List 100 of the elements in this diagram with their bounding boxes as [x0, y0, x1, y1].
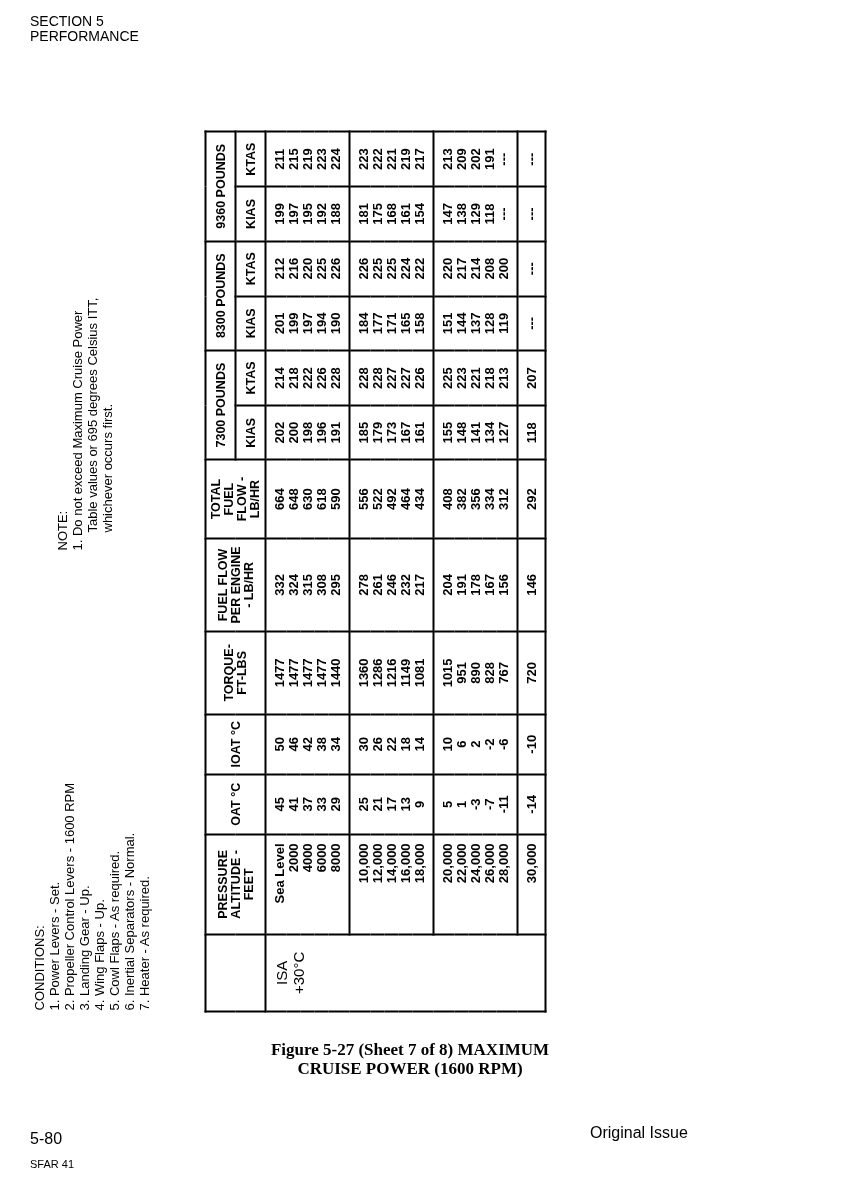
table-cell: 1477: [286, 631, 301, 715]
table-cell: 148: [454, 405, 469, 460]
table-cell: 156: [496, 538, 518, 632]
table-cell: 232: [398, 538, 413, 632]
table-cell: 222: [300, 350, 315, 406]
table-cell: 197: [300, 296, 315, 351]
table-cell: 828: [482, 631, 497, 715]
table-cell: 1477: [314, 631, 329, 715]
table-cell: 46: [286, 714, 301, 775]
header-cell: KTAS: [235, 241, 266, 297]
table-cell: ---: [517, 296, 546, 351]
table-cell: 178: [468, 538, 483, 632]
table-cell: 295: [328, 538, 350, 632]
table-cell: 224: [328, 131, 350, 187]
header-cell: 8300 POUNDS: [205, 241, 236, 351]
table-cell: 154: [412, 186, 434, 242]
table-cell: 137: [468, 296, 483, 351]
table-cell: 382: [454, 459, 469, 539]
table-cell: 522: [370, 459, 385, 539]
table-cell: 434: [412, 459, 434, 539]
table-cell: 14: [412, 714, 434, 775]
table-cell: 200: [286, 405, 301, 460]
table-cell: 192: [314, 186, 329, 242]
page-number: 5-80: [30, 1130, 63, 1148]
table-cell: 41: [286, 774, 301, 835]
table-cell: ISA +30°C: [265, 934, 546, 1012]
table-cell: 217: [454, 241, 469, 297]
table-cell: 119: [496, 296, 518, 351]
table-cell: 1477: [300, 631, 315, 715]
table-cell: 197: [286, 186, 301, 242]
table-cell: 194: [314, 296, 329, 351]
note-text: 1. Do not exceed Maximum Cruise Power Table values or 695 degrees Celsius ITT, whichever occurs first.: [69, 296, 115, 551]
condition-item: 1. Power Levers - Set.: [46, 880, 62, 1011]
header-cell: 9360 POUNDS: [205, 131, 236, 242]
table-cell: -7: [482, 774, 497, 835]
table-cell: 225: [314, 241, 329, 297]
table-cell: 630: [300, 459, 315, 539]
table-cell: 214: [468, 241, 483, 297]
table-cell: -2: [482, 714, 497, 775]
table-cell: 219: [398, 131, 413, 187]
table-cell: 356: [468, 459, 483, 539]
table-cell: 590: [328, 459, 350, 539]
table-cell: 220: [300, 241, 315, 297]
table-cell: 42: [300, 714, 315, 775]
table-cell: 134: [482, 405, 497, 460]
footer-note: SFAR 41: [30, 1158, 75, 1170]
table-cell: 195: [300, 186, 315, 242]
header-cell: OAT °C: [205, 774, 266, 835]
table-cell: 12,000: [370, 834, 385, 935]
table-cell: 226: [328, 241, 350, 297]
table-cell: 30,000: [517, 834, 546, 935]
table-cell: 228: [328, 350, 350, 406]
table-cell: 196: [314, 405, 329, 460]
table-cell: 38: [314, 714, 329, 775]
table-cell: 144: [454, 296, 469, 351]
table-cell: 17: [384, 774, 399, 835]
table-cell: 173: [384, 405, 399, 460]
table-cell: 179: [370, 405, 385, 460]
table-cell: 492: [384, 459, 399, 539]
table-cell: 171: [384, 296, 399, 351]
table-cell: 227: [384, 350, 399, 406]
table-cell: 224: [398, 241, 413, 297]
table-cell: 261: [370, 538, 385, 632]
table-cell: 648: [286, 459, 301, 539]
table-cell: 1216: [384, 631, 399, 715]
table-cell: ---: [517, 131, 546, 187]
table-cell: 1286: [370, 631, 385, 715]
table-cell: 217: [412, 538, 434, 632]
table-cell: 334: [482, 459, 497, 539]
table-cell: 213: [496, 350, 518, 406]
table-cell: 215: [286, 131, 301, 187]
table-cell: 13: [398, 774, 413, 835]
table-cell: 951: [454, 631, 469, 715]
table-cell: 190: [328, 296, 350, 351]
condition-item: 2. Propeller Control Levers - 1600 RPM: [61, 781, 77, 1011]
table-cell: 6: [454, 714, 469, 775]
table-cell: 767: [496, 631, 518, 715]
table-cell: 168: [384, 186, 399, 242]
table-cell: 464: [398, 459, 413, 539]
table-cell: 208: [482, 241, 497, 297]
table-cell: 1440: [328, 631, 350, 715]
table-cell: 175: [370, 186, 385, 242]
table-cell: 618: [314, 459, 329, 539]
table-cell: 161: [398, 186, 413, 242]
table-cell: 720: [517, 631, 546, 715]
header-cell: 7300 POUNDS: [205, 350, 236, 460]
table-cell: 1149: [398, 631, 413, 715]
table-cell: -11: [496, 774, 518, 835]
table-cell: 217: [412, 131, 434, 187]
condition-item: 7. Heater - As required.: [136, 875, 152, 1011]
table-cell: 246: [384, 538, 399, 632]
figure-caption: Figure 5-27 (Sheet 7 of 8) MAXIMUM CRUISE POWER (1600 RPM): [269, 1040, 551, 1078]
table-cell: ---: [496, 186, 518, 242]
table-cell: 29: [328, 774, 350, 835]
header-cell: TORQUE-FT-LBS: [205, 631, 266, 715]
header-cell: KIAS: [235, 186, 266, 242]
table-cell: 218: [482, 350, 497, 406]
table-cell: 191: [482, 131, 497, 187]
header-cell: FUEL FLOW PER ENGINE - LB/HR: [205, 538, 266, 632]
table-cell: 16,000: [398, 834, 413, 935]
